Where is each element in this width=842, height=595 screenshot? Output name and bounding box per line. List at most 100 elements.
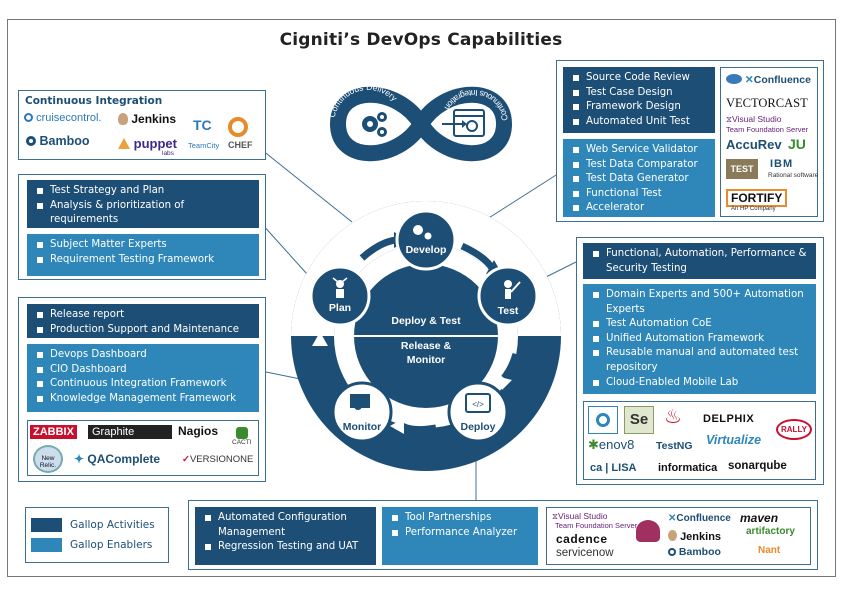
- test-logo: TEST: [726, 159, 758, 179]
- deploy-activity-item: Regression Testing and UAT: [204, 540, 370, 555]
- deploy-activity-item: Automated Configuration Management: [204, 511, 370, 540]
- cycle-arrows: [316, 236, 520, 434]
- test-enabler-item: Cloud-Enabled Mobile Lab: [592, 376, 810, 391]
- maven-logo: maven: [740, 511, 779, 525]
- artifactory-logo: artifactory: [746, 526, 795, 537]
- plan-activities: Test Strategy and Plan Analysis & priori…: [27, 180, 259, 240]
- fortify-logo: FORTIFY: [726, 189, 788, 207]
- rally-logo: RALLY: [776, 419, 812, 440]
- deploy-step: </> Deploy: [447, 381, 509, 443]
- monitor-activity-item: Production Support and Maintenance: [36, 323, 253, 338]
- deploy-jenkins-logo: Jenkins: [668, 530, 721, 543]
- develop-activity-item: Source Code Review: [572, 71, 709, 86]
- zabbix-logo: ZABBIX: [30, 425, 77, 439]
- develop-step: Develop: [395, 209, 457, 271]
- confluence-logo: ✕Confluence: [726, 74, 811, 86]
- java-icon: ♨: [664, 406, 682, 428]
- monitor-enabler-item: Devops Dashboard: [36, 348, 253, 363]
- bamboo-logo: Bamboo: [26, 134, 89, 148]
- jenkins-logo: Jenkins: [118, 112, 176, 126]
- page-title: Cigniti’s DevOps Capabilities: [279, 30, 563, 50]
- servicenow-logo: servicenow: [556, 547, 614, 559]
- deploy-enabler-item: Tool Partnerships: [391, 511, 532, 526]
- versionone-logo: ✓VERSIONONE: [182, 454, 254, 465]
- hp-label: An HP Company: [731, 206, 776, 212]
- continuous-integration-title: Continuous Integration: [25, 95, 163, 107]
- develop-tools-box: [720, 67, 818, 217]
- chef-logo: [228, 117, 248, 137]
- appium-icon: [588, 406, 618, 434]
- deploy-activities: Automated Configuration Management Regre…: [195, 507, 376, 565]
- test-enabler-item: Test Automation CoE: [592, 317, 810, 332]
- teamcity-logo: TC: [193, 117, 212, 133]
- ca-lisa-logo: ca | LISA: [590, 462, 637, 474]
- plan-enabler-item: Subject Matter Experts: [36, 238, 253, 253]
- test-step: Test: [477, 265, 539, 327]
- monitor-activity-item: Release report: [36, 308, 253, 323]
- continuous-integration-panel: [18, 90, 266, 160]
- puppet-logo: puppet: [118, 136, 177, 151]
- test-activity-item: Functional, Automation, Performance & Se…: [592, 247, 810, 276]
- plan-enablers: Subject Matter Experts Requirement Testi…: [27, 234, 259, 276]
- legend-panel: [25, 507, 169, 563]
- devops-cycle: Deploy & Test Release & Monitor Develop …: [291, 201, 561, 471]
- deploy-tfs-label: Team Foundation Server: [555, 521, 638, 530]
- plan-activity-item: Analysis & prioritization of requirement…: [36, 199, 253, 228]
- develop-enabler-item: Test Data Generator: [572, 172, 709, 187]
- puppet-labs-label: labs: [162, 150, 174, 157]
- monitor-activities: Release report Production Support and Ma…: [27, 304, 259, 338]
- develop-enabler-item: Web Service Validator: [572, 143, 709, 158]
- test-enablers: Domain Experts and 500+ Automation Exper…: [583, 284, 816, 394]
- monitor-enabler-item: CIO Dashboard: [36, 363, 253, 378]
- deploy-confluence-logo: ✕Confluence: [668, 513, 731, 524]
- monitor-enabler-item: Continuous Integration Framework: [36, 377, 253, 392]
- bamboo-icon: [26, 136, 36, 146]
- step-deploy-label: Deploy: [460, 421, 495, 433]
- test-enabler-item: Domain Experts and 500+ Automation Exper…: [592, 288, 810, 317]
- newrelic-logo: New Relic.: [33, 445, 63, 473]
- legend-enablers-label: Gallop Enablers: [70, 539, 153, 551]
- octopus-icon: [636, 520, 660, 542]
- visual-studio-logo: ⧖Visual Studio: [726, 114, 782, 124]
- virtualize-logo: Virtualize: [706, 433, 762, 447]
- cadence-logo: cadence: [556, 532, 608, 546]
- deploy-visual-studio-logo: ⧖Visual Studio: [552, 511, 608, 521]
- rational-label: Rational software: [768, 172, 819, 179]
- deploy-bamboo-logo: Bamboo: [668, 546, 721, 558]
- plan-enabler-item: Requirement Testing Framework: [36, 253, 253, 268]
- develop-enabler-item: Functional Test: [572, 187, 709, 202]
- svg-text:</>: </>: [472, 400, 484, 409]
- nant-logo: Nant: [758, 545, 781, 556]
- infinity-symbol: Continuous Delivery Continuous Integrati…: [327, 82, 513, 162]
- step-monitor-label: Monitor: [343, 421, 382, 433]
- step-plan-label: Plan: [329, 302, 351, 314]
- selenium-logo: Se: [624, 406, 654, 434]
- gears-icon: [362, 112, 387, 137]
- nagios-logo: Nagios: [178, 424, 219, 438]
- tfs-label: Team Foundation Server: [726, 125, 809, 134]
- develop-enablers: Web Service Validator Test Data Comparat…: [563, 139, 715, 217]
- enov8-logo: ✱enov8: [588, 437, 635, 452]
- chef-label: CHEF: [228, 140, 253, 150]
- develop-activity-item: Automated Unit Test: [572, 115, 709, 130]
- informatica-logo: informatica: [658, 462, 718, 474]
- center-bottom-label-1: Release &: [401, 340, 452, 352]
- cacti-logo: CACTI: [232, 427, 252, 446]
- ibm-logo: IBM: [770, 158, 794, 170]
- legend-enablers-swatch: [31, 538, 62, 552]
- monitor-step: Monitor: [331, 381, 393, 443]
- test-activities: Functional, Automation, Performance & Se…: [583, 243, 816, 279]
- graphite-logo: Graphite: [88, 425, 172, 439]
- monitor-enablers: Devops Dashboard CIO Dashboard Continuou…: [27, 344, 259, 412]
- cruisecontrol-logo: cruisecontrol.: [24, 112, 101, 124]
- deploy-enabler-item: Performance Analyzer: [391, 526, 532, 541]
- plan-activity-item: Test Strategy and Plan: [36, 184, 253, 199]
- develop-activities: Source Code Review Test Case Design Fram…: [563, 67, 715, 133]
- test-enabler-item: Unified Automation Framework: [592, 332, 810, 347]
- develop-enabler-item: Test Data Comparator: [572, 158, 709, 173]
- center-bottom-label-2: Monitor: [407, 354, 446, 366]
- teamcity-label: TeamCity: [188, 141, 220, 150]
- monitor-enabler-item: Knowledge Management Framework: [36, 392, 253, 407]
- qacomplete-logo: ✦ QAComplete: [74, 452, 161, 466]
- sonarqube-logo: sonarqube: [728, 460, 787, 472]
